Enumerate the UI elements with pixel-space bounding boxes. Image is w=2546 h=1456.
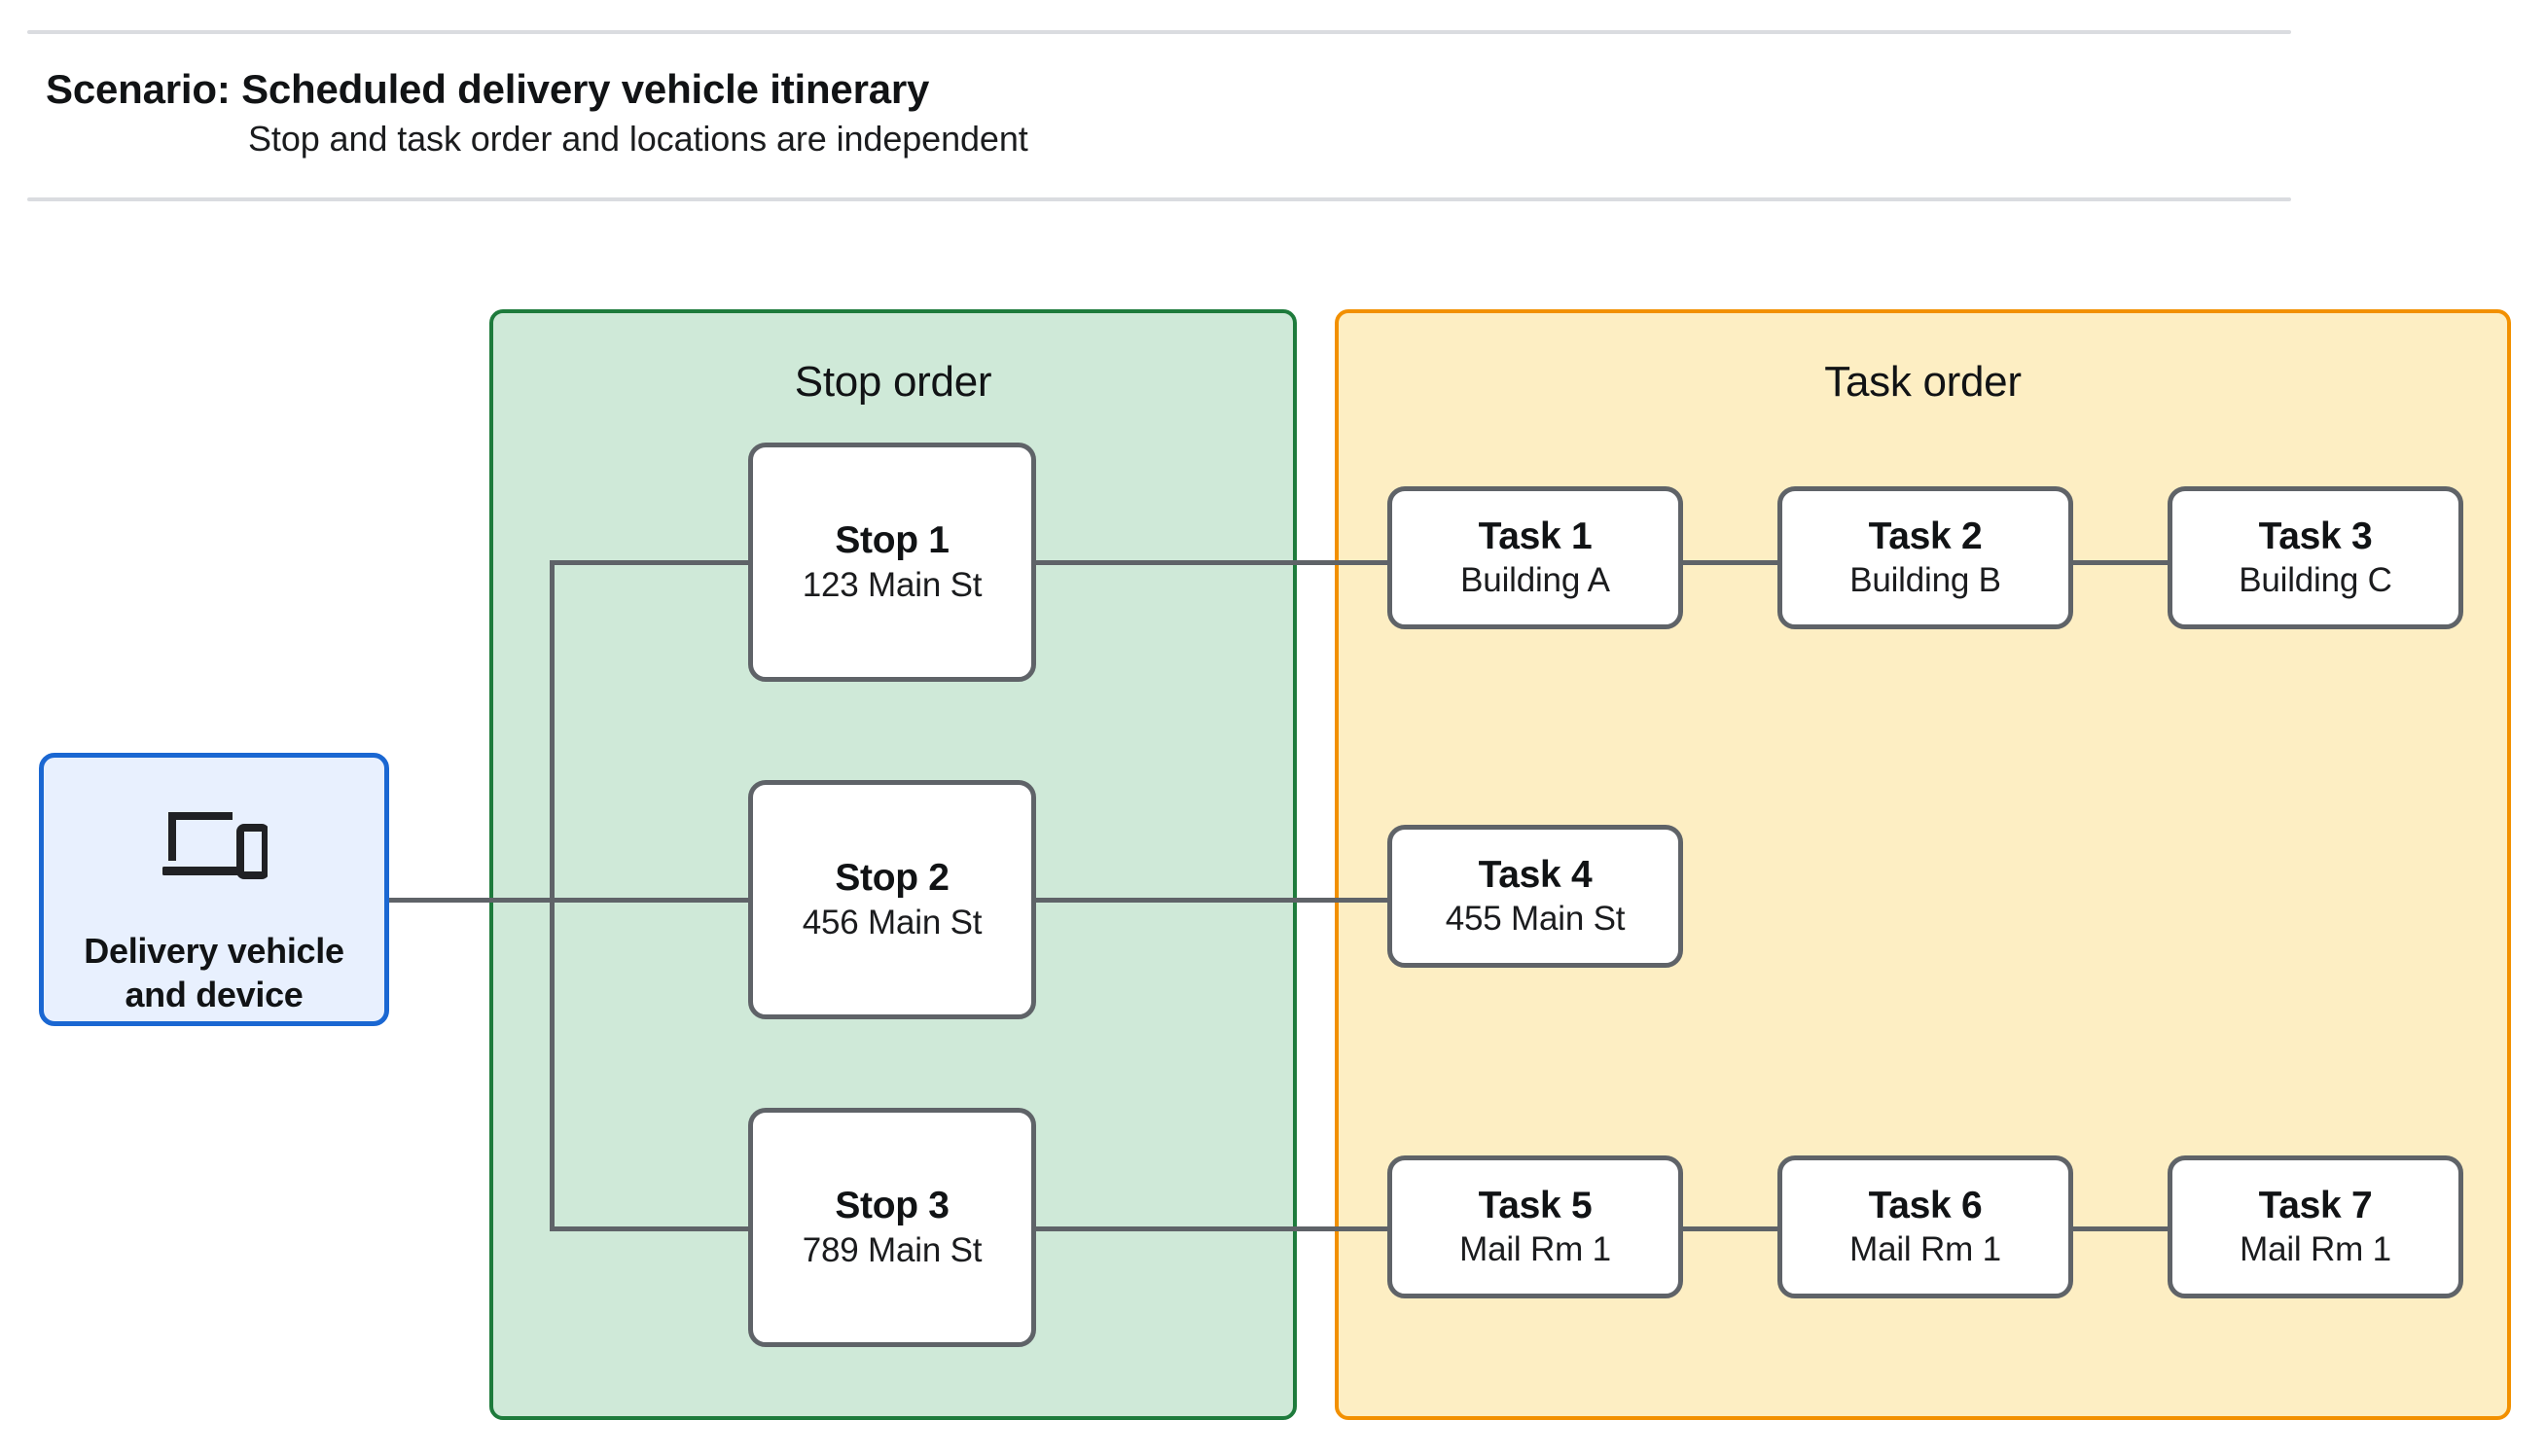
connector-task-6-to-task-7 <box>2069 1226 2171 1231</box>
stop-node-1-title: Stop 1 <box>835 519 950 562</box>
stop-node-3[interactable]: Stop 3 789 Main St <box>748 1108 1036 1347</box>
delivery-vehicle-label: Delivery vehicle and device <box>84 929 344 1016</box>
task-node-2-title: Task 2 <box>1868 515 1983 557</box>
connector-stop-3-to-task-5 <box>1032 1226 1391 1231</box>
connector-trunk-vertical <box>550 560 555 1231</box>
task-node-4[interactable]: Task 4 455 Main St <box>1387 825 1683 968</box>
connector-vehicle-to-trunk <box>387 898 555 903</box>
stop-node-1[interactable]: Stop 1 123 Main St <box>748 443 1036 682</box>
task-node-6[interactable]: Task 6 Mail Rm 1 <box>1777 1155 2073 1298</box>
task-node-7-subtitle: Mail Rm 1 <box>2240 1230 2391 1269</box>
delivery-vehicle-label-line1: Delivery vehicle <box>84 931 344 971</box>
stop-node-2-subtitle: 456 Main St <box>802 903 983 941</box>
connector-task-2-to-task-3 <box>2069 560 2171 565</box>
page-title: Scenario: Scheduled delivery vehicle iti… <box>46 66 930 112</box>
task-node-4-subtitle: 455 Main St <box>1445 900 1626 939</box>
connector-task-5-to-task-6 <box>1679 1226 1781 1231</box>
delivery-vehicle-label-line2: and device <box>125 975 304 1014</box>
stop-node-1-subtitle: 123 Main St <box>802 565 983 604</box>
stop-node-3-subtitle: 789 Main St <box>802 1230 983 1269</box>
panel-task-order-title: Task order <box>1824 358 2022 406</box>
task-node-5-subtitle: Mail Rm 1 <box>1459 1230 1611 1269</box>
task-node-3[interactable]: Task 3 Building C <box>2168 486 2463 629</box>
task-node-5-title: Task 5 <box>1478 1184 1593 1226</box>
connector-trunk-to-stop-2 <box>550 898 752 903</box>
task-node-4-title: Task 4 <box>1478 853 1593 896</box>
stop-node-2-title: Stop 2 <box>835 857 950 900</box>
task-node-7-title: Task 7 <box>2258 1184 2373 1226</box>
connector-task-1-to-task-2 <box>1679 560 1781 565</box>
task-node-2[interactable]: Task 2 Building B <box>1777 486 2073 629</box>
task-node-1[interactable]: Task 1 Building A <box>1387 486 1683 629</box>
connector-stop-1-to-task-1 <box>1032 560 1391 565</box>
task-node-7[interactable]: Task 7 Mail Rm 1 <box>2168 1155 2463 1298</box>
connector-trunk-to-stop-1 <box>550 560 752 565</box>
stop-node-3-title: Stop 3 <box>835 1185 950 1227</box>
delivery-vehicle-node[interactable]: Delivery vehicle and device <box>39 753 389 1026</box>
header-divider-bottom <box>27 197 2291 201</box>
task-node-1-subtitle: Building A <box>1460 561 1610 600</box>
connector-trunk-to-stop-3 <box>550 1226 752 1231</box>
task-node-6-subtitle: Mail Rm 1 <box>1849 1230 2001 1269</box>
task-node-2-subtitle: Building B <box>1849 561 2001 600</box>
stop-node-2[interactable]: Stop 2 456 Main St <box>748 780 1036 1019</box>
task-node-3-title: Task 3 <box>2258 515 2373 557</box>
task-node-6-title: Task 6 <box>1868 1184 1983 1226</box>
task-node-3-subtitle: Building C <box>2239 561 2392 600</box>
connector-stop-2-to-task-4 <box>1032 898 1391 903</box>
task-node-5[interactable]: Task 5 Mail Rm 1 <box>1387 1155 1683 1298</box>
header-divider-top <box>27 30 2291 34</box>
devices-icon <box>161 806 269 882</box>
panel-stop-order-title: Stop order <box>794 358 992 406</box>
task-node-1-title: Task 1 <box>1478 515 1593 557</box>
page-subtitle: Stop and task order and locations are in… <box>248 119 1028 159</box>
